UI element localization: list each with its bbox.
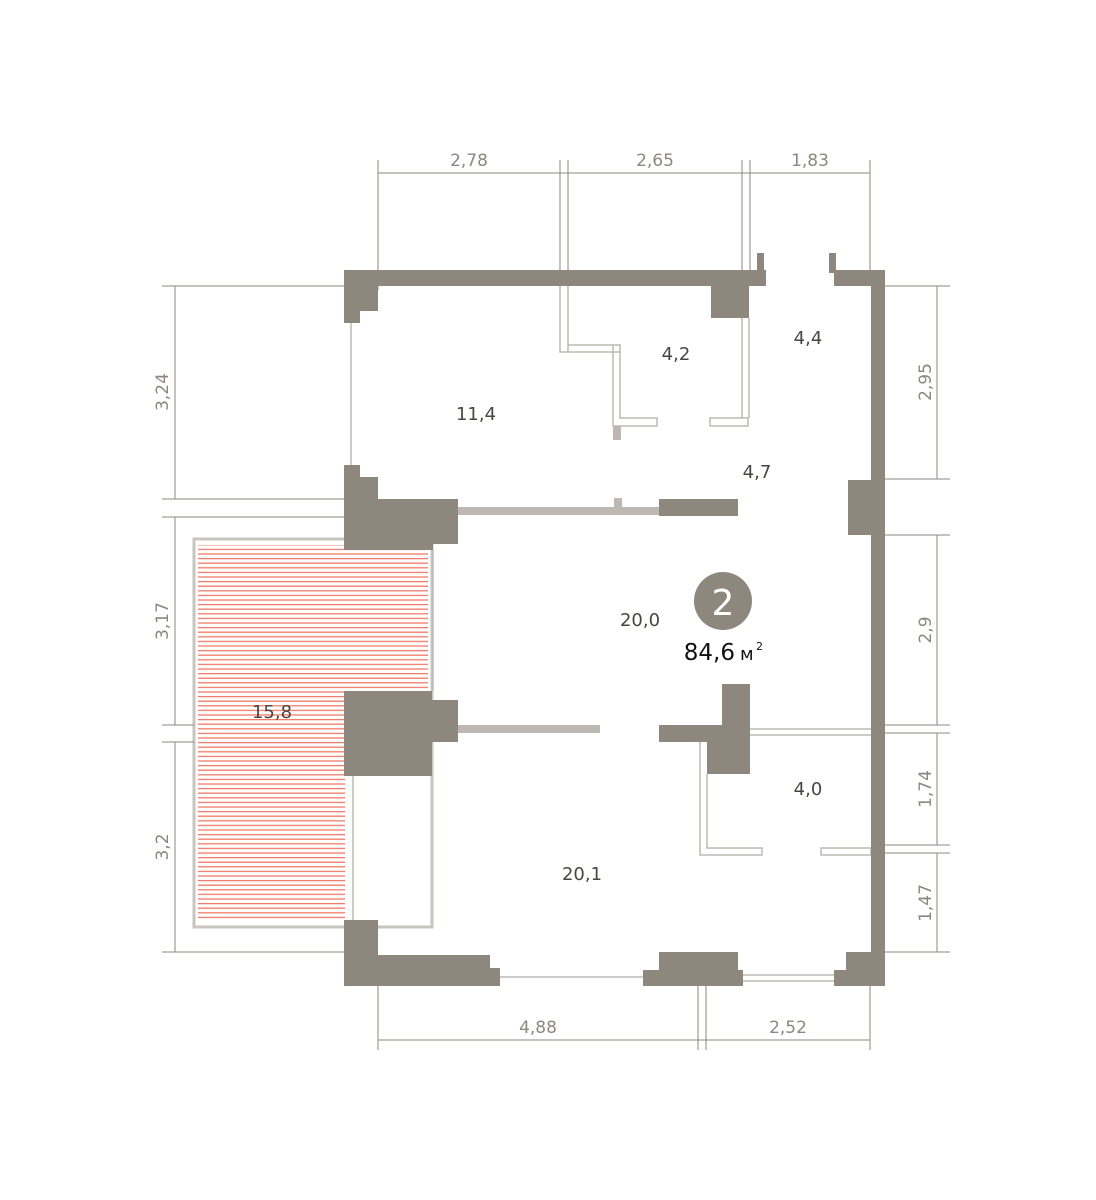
dim-right-2: 2,9 <box>916 616 936 643</box>
dim-bottom-1: 4,88 <box>519 1018 557 1038</box>
room-area-living-room: 20,0 <box>620 610 660 631</box>
dim-right-1: 2,95 <box>916 363 936 401</box>
partition <box>614 498 622 508</box>
thin-partitions <box>350 286 872 982</box>
room-area-bedroom: 11,4 <box>456 404 496 425</box>
room-area-hallway: 4,7 <box>743 462 772 483</box>
room-area-terrace: 15,8 <box>252 702 292 723</box>
dim-top-1: 2,78 <box>450 151 488 171</box>
room-area-entrance: 4,4 <box>794 328 823 349</box>
partition <box>458 507 659 515</box>
dim-top-3: 1,83 <box>791 151 829 171</box>
dim-top-2: 2,65 <box>636 151 674 171</box>
area-unit: м <box>740 644 754 665</box>
dim-left-3: 3,2 <box>153 833 173 860</box>
partition <box>458 725 600 733</box>
walls <box>344 253 885 986</box>
terrace <box>192 537 434 929</box>
dim-left-1: 3,24 <box>153 373 173 411</box>
room-area-bathroom: 4,2 <box>662 344 691 365</box>
room-area-bathroom-2: 4,0 <box>794 779 823 800</box>
area-unit-superscript: 2 <box>756 640 763 653</box>
dim-right-4: 1,47 <box>916 884 936 922</box>
dim-right-3: 1,74 <box>916 770 936 808</box>
dim-left-2: 3,17 <box>153 602 173 640</box>
room-area-kitchen-living: 20,1 <box>562 864 602 885</box>
apartment-number: 2 <box>712 583 735 624</box>
total-area: 84,6 <box>684 640 735 666</box>
dimension-lines <box>162 160 950 1050</box>
dim-bottom-2: 2,52 <box>769 1018 807 1038</box>
apartment-number-badge <box>694 572 752 630</box>
partition <box>613 426 621 440</box>
